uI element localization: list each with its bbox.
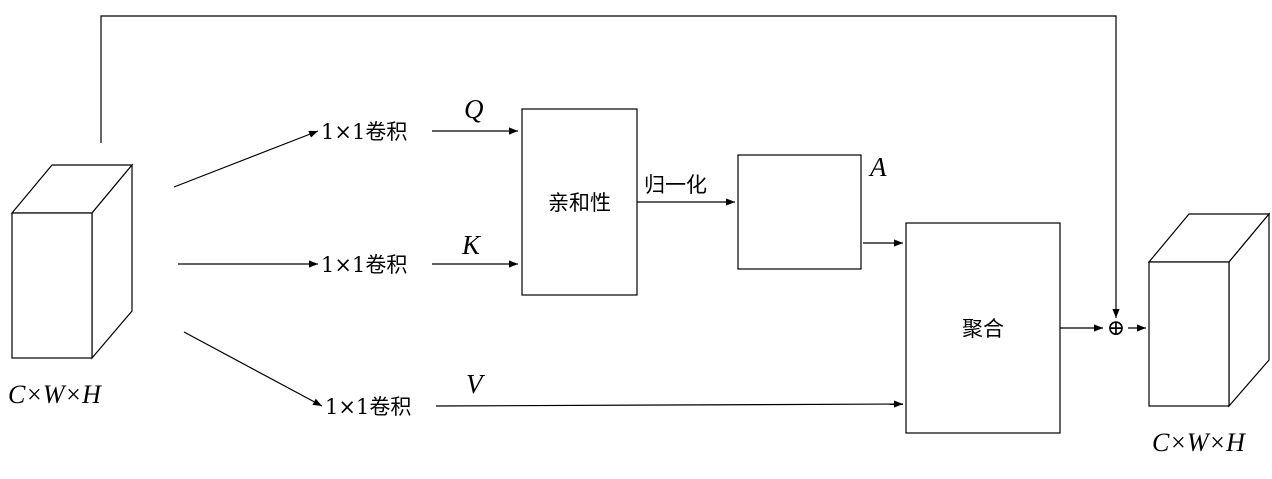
attention-map-box xyxy=(737,154,862,270)
k-conv-label: 1×1卷积 xyxy=(321,253,407,277)
v-conv-label: 1×1卷积 xyxy=(325,395,411,419)
k-symbol: K xyxy=(461,230,482,260)
output-tensor-cuboid xyxy=(1147,212,1271,408)
affinity-label: 亲和性 xyxy=(548,191,611,215)
attention-map-symbol: A xyxy=(868,152,887,182)
output-tensor-label: C×W×H xyxy=(1152,428,1246,457)
residual-connection-arrow xyxy=(100,15,1120,318)
sum-node: ⊕ xyxy=(1107,316,1125,341)
q-branch-arrow xyxy=(173,130,319,188)
input-tensor-cuboid xyxy=(10,163,134,360)
q-conv-label: 1×1卷积 xyxy=(321,120,407,144)
aggregate-box xyxy=(905,222,1061,434)
v-symbol: V xyxy=(466,369,486,399)
q-symbol: Q xyxy=(464,94,484,124)
input-tensor-label: C×W×H xyxy=(8,380,102,409)
aggregate-label: 聚合 xyxy=(962,317,1004,341)
v-branch-arrow xyxy=(183,331,323,407)
normalize-label: 归一化 xyxy=(644,173,707,197)
affinity-box xyxy=(521,108,638,296)
v-arrow xyxy=(435,400,904,408)
